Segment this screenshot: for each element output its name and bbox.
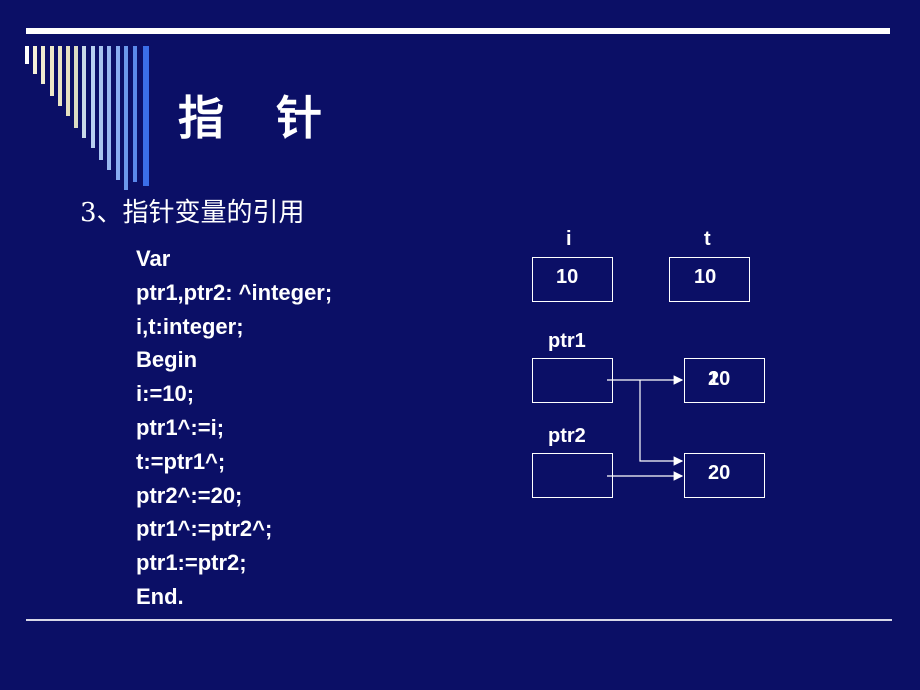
bottom-divider (26, 619, 892, 621)
code-line: Var (136, 246, 171, 271)
code-line: ptr1^:=ptr2^; (136, 516, 273, 542)
code-block: Var ptr1,ptr2: ^integer; i,t:integer; Be… (136, 242, 332, 614)
section-subtitle: 3、指针变量的引用 (80, 198, 305, 228)
target2-value: 20 (708, 462, 731, 484)
code-line: t:=ptr1^; (136, 448, 226, 474)
target1-new-value: 20 (708, 368, 731, 390)
var-t-box (669, 257, 750, 302)
var-i-label: i (566, 228, 572, 250)
code-line: End. (136, 583, 184, 609)
code-line: ptr2^:=20; (136, 482, 243, 508)
ptr1-label: ptr1 (548, 330, 586, 352)
top-divider (26, 28, 890, 34)
code-line: i:=10; (136, 381, 195, 407)
target1-box (684, 358, 765, 403)
ptr1-redirect-arrow (639, 380, 684, 466)
code-line: ptr1:=ptr2; (136, 550, 247, 576)
code-line: ptr1,ptr2: ^integer; (136, 279, 333, 305)
target2-box (684, 453, 765, 498)
var-t-value: 10 (694, 266, 717, 288)
var-i-value: 10 (556, 266, 579, 288)
var-i-box (532, 257, 613, 302)
ptr2-label: ptr2 (548, 425, 586, 447)
var-t-label: t (704, 228, 711, 250)
code-line: i,t:integer; (136, 313, 244, 339)
decorative-stripes (25, 46, 149, 190)
page-title: 指 针 (178, 91, 341, 145)
code-line: Begin (136, 347, 198, 373)
code-line: ptr1^:=i; (136, 414, 225, 440)
target1-old-value: 1 (708, 368, 720, 390)
